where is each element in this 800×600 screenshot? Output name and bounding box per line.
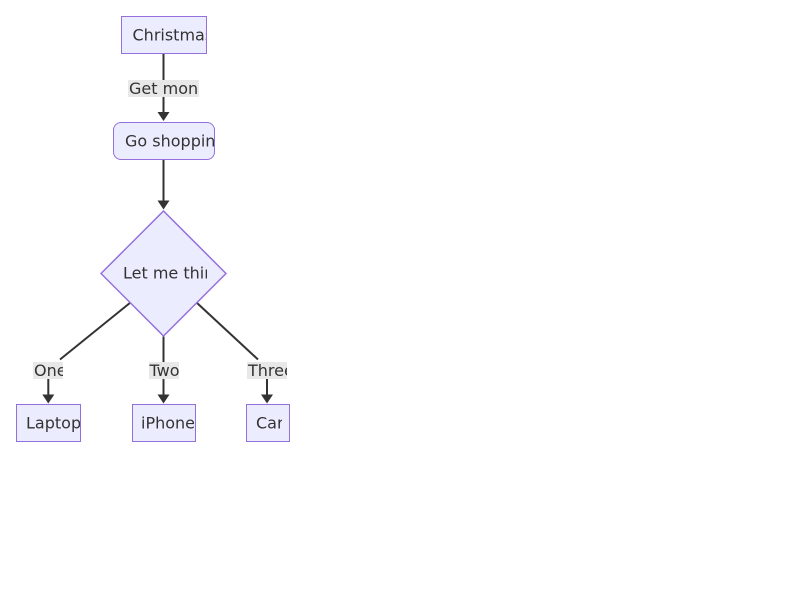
- edge-label-get-money-text: Get money: [129, 79, 199, 97]
- node-christmas: Christmas: [120, 15, 207, 54]
- node-iphone-label-clip: iPhone: [141, 405, 194, 441]
- arrowhead-car-icon: [261, 394, 273, 404]
- edge-label-three: Three: [247, 361, 287, 379]
- node-car-label-clip: Car: [256, 405, 282, 441]
- edge-decision-to-laptop-diagonal: [59, 301, 132, 361]
- node-car-label: Car: [256, 413, 282, 432]
- arrowhead-iphone-icon: [157, 394, 170, 404]
- edge-label-one: One: [33, 361, 63, 379]
- node-decision-label-clip: Let me think: [123, 210, 207, 337]
- arrowhead-go-shopping-icon: [157, 112, 170, 121]
- arrowhead-laptop-icon: [42, 394, 55, 404]
- node-iphone-label: iPhone: [141, 413, 194, 432]
- node-decision: Let me think: [100, 209, 227, 337]
- edge-label-two-text: Two: [149, 361, 179, 379]
- edge-label-two: Two: [148, 361, 179, 379]
- node-decision-label: Let me think: [123, 263, 207, 283]
- node-car: Car: [245, 403, 290, 442]
- node-go-shopping: Go shopping: [113, 121, 215, 160]
- node-christmas-label: Christmas: [132, 25, 207, 44]
- node-go-shopping-label: Go shopping: [125, 131, 215, 150]
- edge-label-get-money: Get money: [128, 79, 199, 97]
- edge-label-three-text: Three: [248, 361, 287, 379]
- arrowhead-decision-icon: [157, 200, 170, 210]
- diamond-shape: [100, 209, 227, 337]
- node-iphone: iPhone: [131, 403, 196, 442]
- node-laptop-label: Laptop: [26, 413, 81, 432]
- edge-decision-to-car-diagonal: [195, 301, 259, 361]
- node-laptop: Laptop: [16, 403, 81, 442]
- edge-label-one-text: One: [34, 361, 63, 379]
- diamond-polygon: [100, 209, 227, 337]
